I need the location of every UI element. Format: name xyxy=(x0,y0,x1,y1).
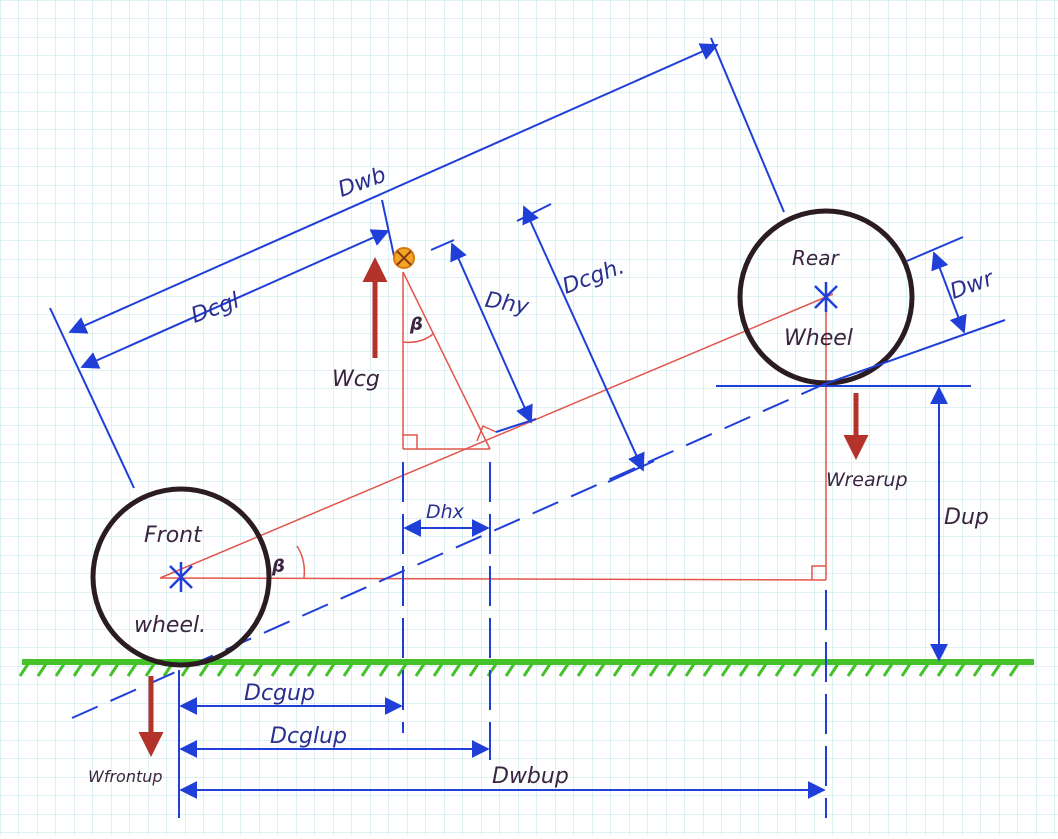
cg-marker-icon xyxy=(393,247,415,269)
rear-axle-marker xyxy=(814,282,838,312)
dwr-ext-top xyxy=(906,236,964,262)
label-wrearup: Wrearup xyxy=(826,469,908,491)
label-dwbup: Dwbup xyxy=(492,764,569,789)
label-wcg: Wcg xyxy=(332,367,380,392)
rear-wheel-label-2: Wheel xyxy=(784,326,853,351)
beta-arc-front xyxy=(296,545,306,579)
label-dcglup: Dcglup xyxy=(270,724,347,749)
label-dcgup: Dcgup xyxy=(244,681,315,706)
dwb-ext-front xyxy=(49,307,135,489)
dcgl-dimension xyxy=(80,229,390,369)
label-dup: Dup xyxy=(944,505,989,530)
cg-right-angle-axle xyxy=(476,424,497,442)
front-wheel xyxy=(90,486,272,668)
beta-arc-top xyxy=(402,333,434,344)
label-wfrontup: Wfrontup xyxy=(88,767,163,786)
ground-hatching xyxy=(18,663,1020,677)
dwr-dimension xyxy=(931,251,967,334)
front-axle-marker xyxy=(169,562,193,592)
axle-line xyxy=(159,293,834,579)
rear-wheel-label-1: Rear xyxy=(792,246,840,270)
label-beta-top: β xyxy=(409,314,423,335)
cg-right-angle-left xyxy=(403,434,418,449)
label-dhx: Dhx xyxy=(426,501,465,523)
force-arrows xyxy=(138,257,869,757)
front-wheel-label-2: wheel. xyxy=(134,613,206,638)
rear-right-angle xyxy=(811,565,826,580)
dwr-ext-bottom xyxy=(821,319,1006,386)
dwb-ext-rear xyxy=(710,37,785,213)
dcgh-dimension xyxy=(522,205,645,472)
front-wheel-label-1: Front xyxy=(144,523,203,548)
dhy-dimension xyxy=(450,242,533,424)
label-beta-front: β xyxy=(271,556,285,577)
blue-dimensions xyxy=(49,37,1006,818)
dhy-ext-top xyxy=(430,239,455,251)
dcgl-ext xyxy=(381,199,395,257)
